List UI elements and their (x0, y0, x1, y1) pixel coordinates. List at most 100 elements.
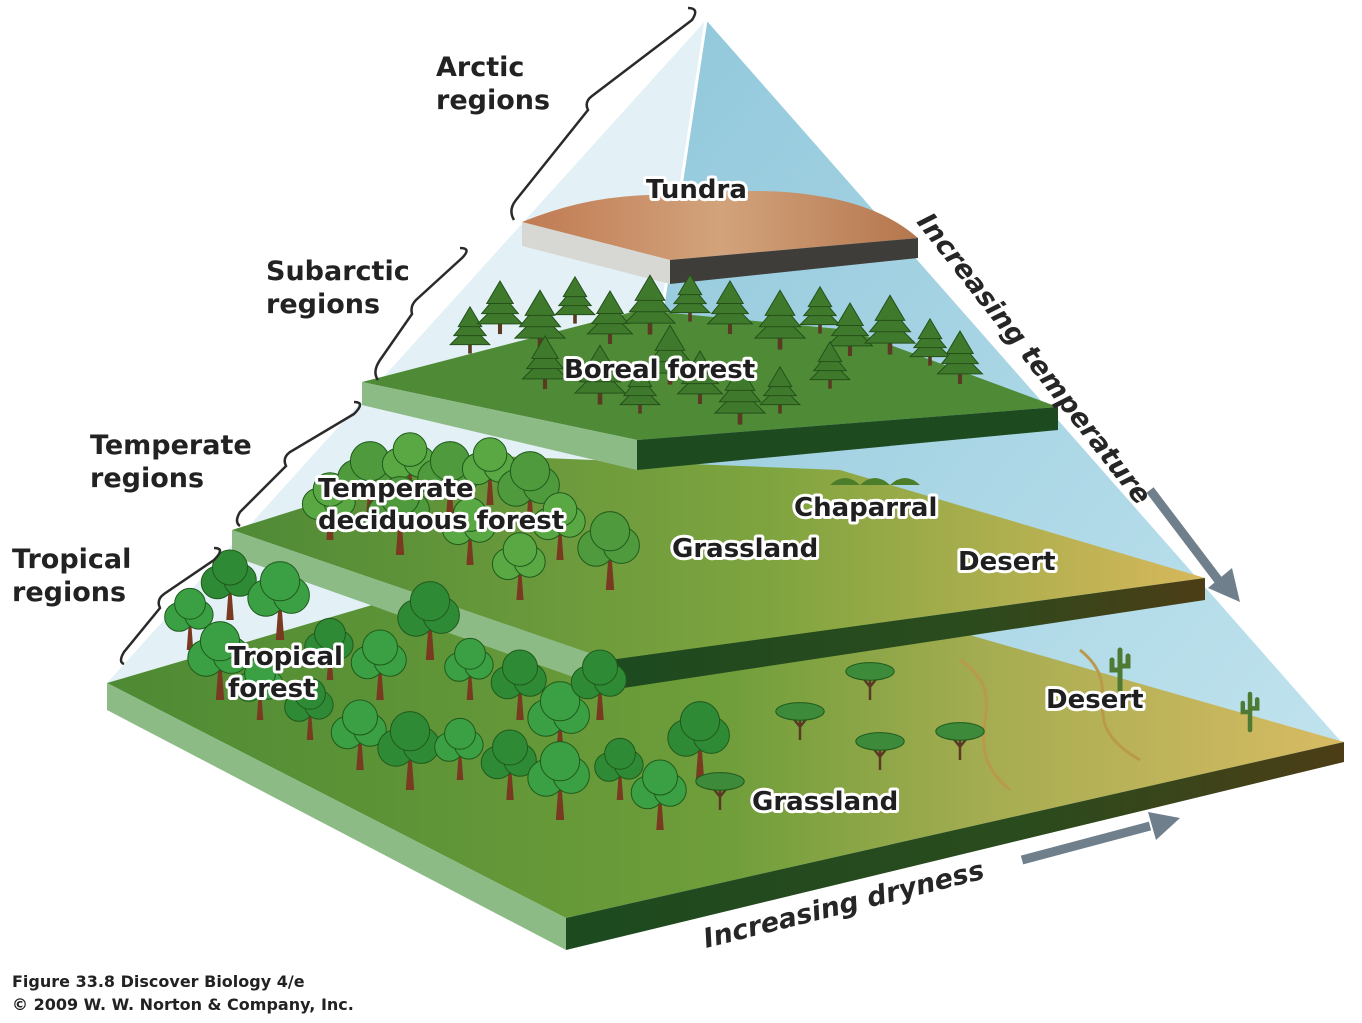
tier-tropical-right-edge (566, 742, 1344, 950)
deciduous-tree (667, 701, 730, 780)
temperate-bracket (235, 400, 362, 528)
conifer-tree (513, 289, 567, 350)
copyright-notice: © 2009 W. W. Norton & Company, Inc. (12, 995, 354, 1014)
conifer-tree (668, 273, 712, 322)
temperate-desert-label: Desert (958, 547, 1056, 577)
acacia-tree (935, 722, 985, 760)
temperature-arrow-shaft (1146, 487, 1226, 588)
tier-arctic-right-edge (670, 238, 918, 284)
deciduous-tree (284, 677, 334, 740)
deciduous-tree (441, 497, 496, 565)
subarctic-bracket (374, 246, 468, 381)
acacia-tree (845, 662, 895, 700)
chaparral-label: Chaparral (794, 493, 937, 523)
biome-labels: Tundra Boreal forest Temperate deciduous… (225, 172, 1147, 820)
deciduous-tree (527, 741, 590, 820)
deciduous-tree (570, 649, 627, 720)
acacia-tree (695, 772, 745, 810)
arctic-bracket (510, 6, 697, 221)
deciduous-tree (234, 657, 284, 720)
cactus (1240, 691, 1260, 733)
deciduous-tree (367, 476, 430, 555)
tier-arctic-left-edge (522, 222, 670, 284)
conifer-tree (758, 365, 802, 414)
conifer-tree (573, 344, 627, 405)
deciduous-tree (491, 532, 546, 600)
dryness-arrow-head (1148, 812, 1180, 840)
deciduous-tree (531, 492, 586, 560)
arctic-label-line1: Arctic (436, 52, 524, 83)
conifer-tree (553, 275, 597, 324)
figure-caption: Figure 33.8 Discover Biology 4/e (12, 972, 305, 991)
temperate-forest-label-line1: Temperate (318, 474, 474, 504)
tier-subarctic-right-edge (637, 407, 1058, 470)
conifer-tree (808, 340, 852, 389)
conifer-tree (676, 350, 724, 405)
conifer-tree (476, 280, 524, 335)
region-labels: Arctic regions Subarctic regions Tempera… (12, 52, 550, 608)
deciduous-tree (630, 759, 687, 830)
conifer-tree (863, 294, 917, 355)
conifer-tree (753, 289, 807, 350)
temperate-label-line2: regions (90, 463, 204, 494)
temperature-arrow-head (1208, 568, 1240, 602)
desert-track (959, 658, 1011, 792)
tier-subarctic-left-edge (362, 382, 637, 470)
deciduous-tree (330, 699, 387, 770)
tropical-forest-label-line1: Tropical (228, 642, 343, 672)
subarctic-label-line2: regions (266, 289, 380, 320)
conifer-tree (618, 365, 662, 414)
desert-track (1079, 648, 1141, 762)
tier-arctic (522, 191, 918, 284)
conifer-tree (706, 280, 754, 335)
conifer-tree (798, 285, 842, 334)
conifer-tree (713, 364, 767, 425)
tier-arctic-top (522, 191, 918, 260)
tropical-desert-label: Desert (1046, 685, 1144, 715)
temperate-grassland-label: Grassland (672, 534, 818, 564)
conifer-tree (908, 317, 952, 366)
deciduous-tree (200, 549, 257, 620)
tropical-grassland-label: Grassland (752, 787, 898, 817)
deciduous-tree (397, 581, 460, 660)
tier-tropical (107, 585, 1344, 950)
temperate-label-line1: Temperate (90, 430, 252, 461)
vegetation (164, 273, 1260, 830)
subarctic-label-line1: Subarctic (266, 256, 410, 287)
deciduous-tree (187, 621, 250, 700)
conifer-tree (448, 305, 492, 354)
dryness-arrow-shaft (1020, 821, 1152, 865)
tier-tropical-top (107, 585, 1344, 918)
tropical-forest-label-line2: forest (228, 674, 316, 704)
conifer-tree (521, 335, 569, 390)
deciduous-tree (490, 649, 547, 720)
boreal-forest-label: Boreal forest (564, 355, 755, 385)
deciduous-tree (377, 711, 440, 790)
deciduous-tree (434, 717, 484, 780)
tier-temperate-right-edge (610, 578, 1205, 690)
conifer-tree (586, 290, 634, 345)
region-brackets (119, 6, 697, 666)
deciduous-tree (164, 587, 214, 650)
conifer-tree (826, 302, 874, 357)
conifer-tree (643, 324, 697, 385)
deciduous-tree (594, 737, 644, 800)
acacia-tree (775, 702, 825, 740)
conifer-tree (623, 274, 677, 335)
chaparral-bushes (830, 478, 920, 485)
acacia-tree (855, 732, 905, 770)
tier-tropical-left-edge (107, 683, 566, 950)
deciduous-tree (304, 617, 354, 680)
conifer-tree (936, 330, 984, 385)
cactus (1109, 647, 1131, 693)
temperate-forest-label-line2: deciduous forest (318, 506, 564, 536)
deciduous-tree (444, 637, 494, 700)
deciduous-tree (247, 561, 310, 640)
arctic-label-line2: regions (436, 85, 550, 116)
deciduous-tree (350, 629, 407, 700)
tropical-label-line2: regions (12, 577, 126, 608)
tropical-label-line1: Tropical (12, 544, 131, 575)
deciduous-tree (577, 511, 640, 590)
deciduous-tree (497, 451, 560, 530)
